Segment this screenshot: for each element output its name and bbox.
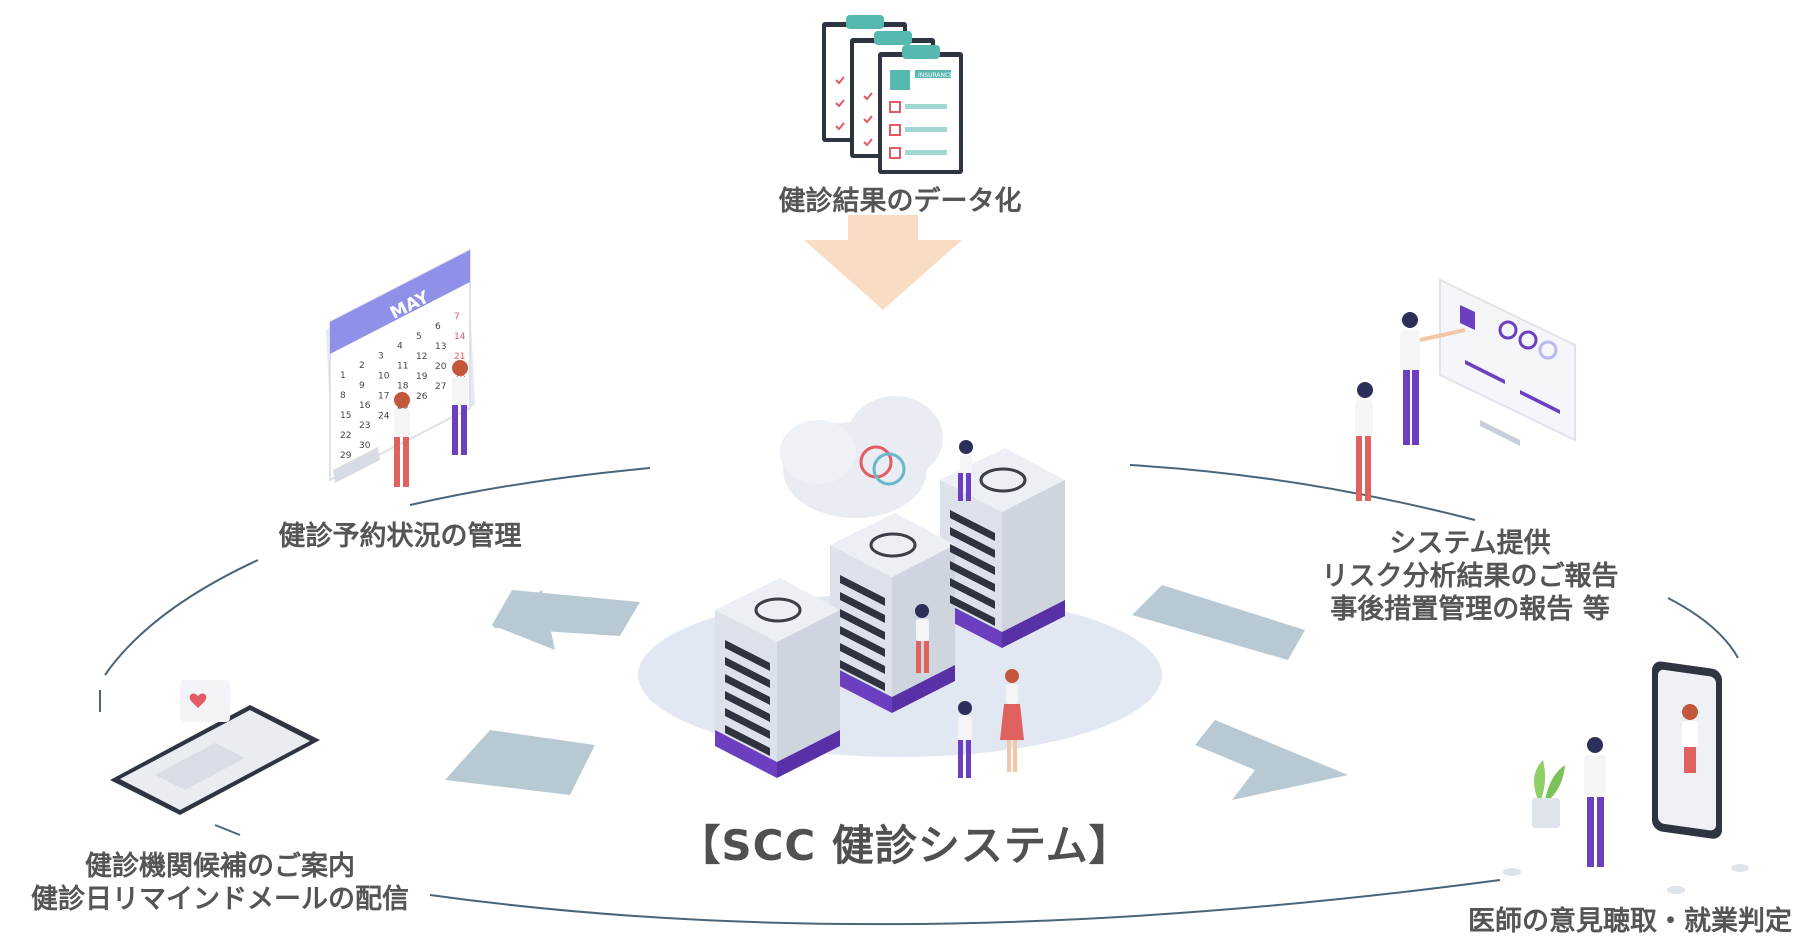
plant-icon xyxy=(1532,760,1565,828)
server-vent xyxy=(950,510,995,541)
label-follow-up-report: 事後措置管理の報告 等 xyxy=(1330,594,1610,625)
calendar-date: 29 xyxy=(340,451,352,461)
arrow-out-upper-left-head xyxy=(492,590,555,650)
server-vent xyxy=(725,691,770,722)
arrow-out-upper-right xyxy=(1132,585,1305,660)
person-listener xyxy=(1355,382,1373,501)
calendar-date: 14 xyxy=(454,332,466,342)
smartphone-icon xyxy=(110,680,320,815)
calendar-date: 7 xyxy=(454,312,460,322)
label-data-digitization: 健診結果のデータ化 xyxy=(778,186,1022,217)
calendar-date: 19 xyxy=(416,372,428,382)
clipboard-checks xyxy=(835,76,873,147)
ring-segment-top-right xyxy=(1129,464,1476,521)
tablet-doctor-icon xyxy=(1652,661,1722,839)
label-facility-guidance: 健診機関候補のご案内 xyxy=(85,851,355,882)
label-left-lower: 健診機関候補のご案内 健診日リマインドメールの配信 xyxy=(0,850,440,916)
calendar-date: 6 xyxy=(435,322,441,332)
label-right-lower: 医師の意見聴取・就業判定 xyxy=(1450,905,1810,938)
person-on-server xyxy=(958,440,973,501)
person-patient xyxy=(1584,737,1606,867)
server-icon-front xyxy=(715,578,840,778)
server-vent xyxy=(840,643,885,674)
calendar-date: 16 xyxy=(359,401,371,411)
person-man xyxy=(958,701,972,778)
calendar-date: 15 xyxy=(340,411,351,421)
calendar-date: 27 xyxy=(435,382,446,392)
label-reservation-management: 健診予約状況の管理 xyxy=(278,521,522,552)
calendar-date: 24 xyxy=(378,411,390,421)
cloud-icon xyxy=(780,396,943,518)
dashboard-monitor-icon xyxy=(1439,278,1576,446)
label-top: 健診結果のデータ化 xyxy=(700,185,1100,218)
label-left-upper: 健診予約状況の管理 xyxy=(210,520,590,553)
server-vent xyxy=(725,657,770,688)
server-vents xyxy=(725,510,995,756)
server-icon-middle xyxy=(830,513,955,713)
label-doctor-opinion: 医師の意見聴取・就業判定 xyxy=(1468,906,1792,937)
server-vent xyxy=(840,592,885,623)
server-vent xyxy=(840,609,885,640)
ring-segment-bottom xyxy=(429,879,1501,926)
server-vent xyxy=(725,708,770,739)
server-vent xyxy=(725,674,770,705)
calendar-date: 17 xyxy=(378,391,389,401)
cycle-ring xyxy=(99,464,1739,926)
calendar-date: 8 xyxy=(340,391,346,401)
calendar-date: 22 xyxy=(340,431,351,441)
calendar-date: 26 xyxy=(416,392,428,402)
calendar-date: 20 xyxy=(435,362,447,372)
server-vent xyxy=(725,640,770,671)
system-title: 【SCC 健診システム】 xyxy=(678,821,1132,870)
calendar-date: 12 xyxy=(416,352,427,362)
server-vent xyxy=(840,626,885,657)
calendar-date: 30 xyxy=(359,441,371,451)
calendar-date: 2 xyxy=(359,361,365,371)
person-presenter xyxy=(1400,312,1466,445)
label-reminder-mail: 健診日リマインドメールの配信 xyxy=(31,884,409,915)
person-calendar-left xyxy=(394,392,410,487)
server-vent xyxy=(840,575,885,606)
calendar-date: 13 xyxy=(435,342,446,352)
calendar-date: 10 xyxy=(378,371,390,381)
arrow-out-lower-left xyxy=(445,730,595,795)
calendar-date: 21 xyxy=(454,352,465,362)
calendar-date: 1 xyxy=(340,371,346,381)
server-vent xyxy=(950,544,995,575)
server-vent xyxy=(950,595,995,626)
server-vent xyxy=(950,527,995,558)
person-woman xyxy=(1000,669,1024,772)
server-vent xyxy=(950,578,995,609)
pill-icons xyxy=(1503,864,1749,894)
server-vent xyxy=(840,660,885,691)
calendar-date: 4 xyxy=(397,342,403,352)
calendar-icon: MAY 123456789101112131415161718192021222… xyxy=(326,248,475,483)
ring-segment-bottom-left-tick xyxy=(214,824,241,836)
label-system-provision: システム提供 xyxy=(1389,528,1551,559)
person-at-server xyxy=(915,604,929,673)
server-vent xyxy=(725,725,770,756)
clipboard-header: INSURANCE xyxy=(918,72,953,79)
person-calendar-right xyxy=(452,360,468,455)
ring-segment-right xyxy=(1667,597,1739,659)
label-risk-analysis-report: リスク分析結果のご報告 xyxy=(1321,561,1619,592)
ring-segment-top-left xyxy=(409,467,651,506)
calendar-date: 18 xyxy=(397,382,409,392)
arrow-out-lower-right xyxy=(1195,720,1348,800)
calendar-date: 5 xyxy=(416,332,422,342)
calendar-date: 9 xyxy=(359,381,365,391)
ring-segment-left xyxy=(104,559,259,676)
server-vent xyxy=(950,561,995,592)
heart-icon xyxy=(189,693,207,708)
calendar-date: 11 xyxy=(397,362,408,372)
calendar-date: 3 xyxy=(378,351,384,361)
arrow-in-top xyxy=(804,215,962,310)
clipboard-icon-front: INSURANCE xyxy=(878,45,963,174)
calendar-date: 23 xyxy=(359,421,370,431)
label-right-upper: システム提供 リスク分析結果のご報告 事後措置管理の報告 等 xyxy=(1270,527,1670,626)
